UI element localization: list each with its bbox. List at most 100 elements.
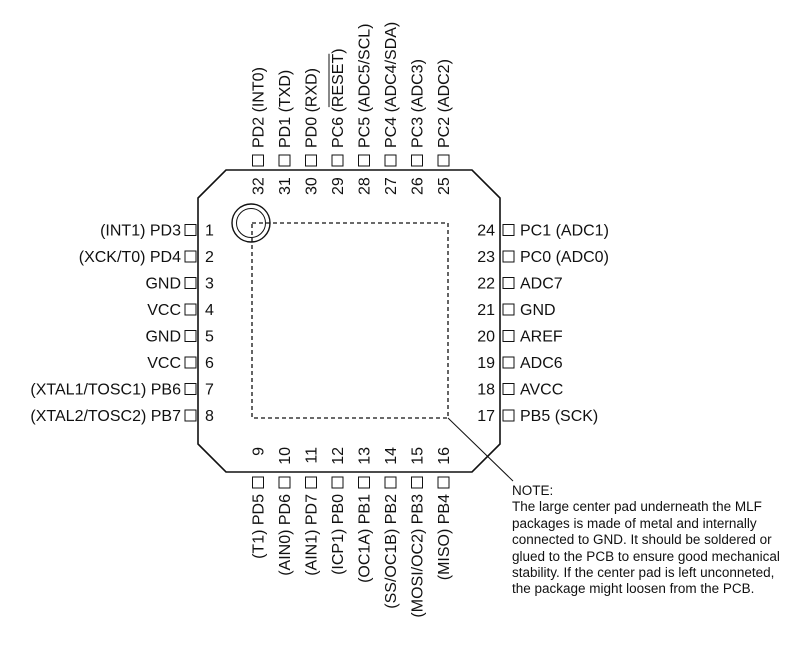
- pin-pad-left-1: [184, 224, 197, 236]
- note-title: NOTE:: [512, 483, 554, 498]
- pin-number-16: 16: [436, 447, 453, 465]
- pin-pad-right-22: [502, 277, 515, 289]
- pin-number-11: 11: [304, 447, 321, 464]
- pin-number-32: 32: [251, 177, 268, 195]
- pin-number-10: 10: [277, 447, 294, 465]
- pin-number-17: 17: [477, 408, 495, 425]
- pin-pad-right-23: [502, 250, 515, 263]
- pin-pad-bottom-12: [331, 476, 344, 489]
- pin-pad-bottom-16: [437, 476, 450, 489]
- pin-label-18: AVCC: [520, 382, 563, 399]
- note-block: NOTE: The large center pad underneath th…: [512, 483, 794, 598]
- pin-label-16: (MISO) PB4: [436, 494, 453, 580]
- pin-pad-right-19: [502, 356, 515, 369]
- pin1-indicator-outer: [231, 203, 271, 243]
- pin-number-7: 7: [205, 382, 214, 399]
- pin-number-15: 15: [410, 447, 427, 465]
- pin-number-21: 21: [477, 302, 495, 319]
- pin-number-25: 25: [436, 177, 453, 195]
- pin-pad-top-25: [437, 154, 450, 167]
- pin-pad-bottom-15: [411, 476, 423, 489]
- pin-label-27: PC4 (ADC4/SDA): [383, 22, 400, 148]
- pin-number-6: 6: [205, 355, 214, 372]
- pin-number-13: 13: [357, 447, 374, 465]
- pin-label-2: (XCK/T0) PD4: [79, 249, 181, 266]
- pin-number-5: 5: [205, 329, 214, 346]
- pin-number-23: 23: [477, 249, 495, 266]
- pin-label-22: ADC7: [520, 276, 563, 293]
- pin-pad-top-28: [358, 154, 370, 167]
- pin-label-4: VCC: [147, 302, 181, 319]
- pin-label-13: (OC1A) PB1: [357, 494, 374, 583]
- pin-pad-top-30: [305, 154, 317, 167]
- pin-label-9: (T1) PD5: [251, 494, 268, 559]
- pin-number-26: 26: [410, 177, 427, 195]
- pin-pad-left-3: [184, 277, 197, 289]
- pin-pad-bottom-14: [384, 476, 397, 489]
- pin-pad-top-26: [411, 154, 423, 167]
- pin-label-1: (INT1) PD3: [100, 223, 181, 240]
- pin-label-5: GND: [145, 329, 181, 346]
- note-body: The large center pad underneath the MLF …: [512, 499, 780, 597]
- pin-pad-top-31: [278, 154, 291, 167]
- package-outline: [197, 169, 501, 473]
- pin-label-10: (AIN0) PD6: [277, 494, 294, 576]
- pin-number-14: 14: [383, 447, 400, 465]
- pin-pad-bottom-9: [252, 476, 264, 489]
- pin-label-30: PD0 (RXD): [304, 68, 321, 148]
- pin-pad-right-24: [502, 224, 515, 236]
- pin-label-12: (ICP1) PB0: [330, 494, 347, 575]
- pin-pad-right-21: [502, 303, 515, 316]
- pin-label-32: PD2 (INT0): [251, 67, 268, 148]
- pin-number-3: 3: [205, 276, 214, 293]
- pin-number-31: 31: [277, 177, 294, 195]
- pin-pad-bottom-10: [278, 476, 291, 489]
- pin-label-3: GND: [145, 276, 181, 293]
- pin-number-20: 20: [477, 329, 495, 346]
- note-leader-line: [447, 417, 514, 482]
- pin-label-23: PC0 (ADC0): [520, 249, 609, 266]
- pin-pad-right-20: [502, 330, 515, 342]
- pin-number-28: 28: [357, 177, 374, 195]
- pin-number-18: 18: [477, 382, 495, 399]
- pin-pad-left-2: [184, 250, 197, 263]
- pin-pad-bottom-13: [358, 476, 370, 489]
- pin-label-31: PD1 (TXD): [277, 70, 294, 148]
- pin-label-11: (AIN1) PD7: [304, 494, 321, 576]
- pin-label-26: PC3 (ADC3): [410, 59, 427, 148]
- pin-label-20: AREF: [520, 329, 563, 346]
- pin-pad-left-7: [184, 383, 197, 395]
- pin-label-19: ADC6: [520, 355, 563, 372]
- pin-number-1: 1: [205, 223, 214, 240]
- pin-label-21: GND: [520, 302, 556, 319]
- pin-label-28: PC5 (ADC5/SCL): [357, 24, 374, 148]
- pin-label-8: (XTAL2/TOSC2) PB7: [30, 408, 181, 425]
- pin-label-7: (XTAL1/TOSC1) PB6: [30, 382, 181, 399]
- pin-label-15: (MOSI/OC2) PB3: [410, 494, 427, 618]
- pin-pad-top-32: [252, 154, 264, 167]
- center-pad-outline: [251, 222, 449, 419]
- pin-number-24: 24: [477, 223, 495, 240]
- pin-number-22: 22: [477, 276, 495, 293]
- pin-pad-top-27: [384, 154, 397, 167]
- pin1-indicator-inner: [236, 208, 266, 238]
- pin-pad-bottom-11: [305, 476, 317, 489]
- pin-pad-left-8: [184, 409, 197, 422]
- pin-pad-left-5: [184, 330, 197, 342]
- pin-label-14: (SS/OC1B) PB2: [383, 494, 400, 609]
- pin-number-27: 27: [383, 177, 400, 195]
- pin-number-9: 9: [251, 447, 268, 456]
- pin-number-4: 4: [205, 302, 214, 319]
- pin-number-30: 30: [304, 177, 321, 195]
- pin-number-19: 19: [477, 355, 495, 372]
- pin-number-2: 2: [205, 249, 214, 266]
- pin-pad-right-18: [502, 383, 515, 395]
- pin-label-29: PC6 (RESET): [330, 48, 347, 148]
- pin-pad-right-17: [502, 409, 515, 422]
- pin-label-24: PC1 (ADC1): [520, 223, 609, 240]
- pin-pad-top-29: [331, 154, 344, 167]
- pin-pad-left-4: [184, 303, 197, 316]
- pin-label-6: VCC: [147, 355, 181, 372]
